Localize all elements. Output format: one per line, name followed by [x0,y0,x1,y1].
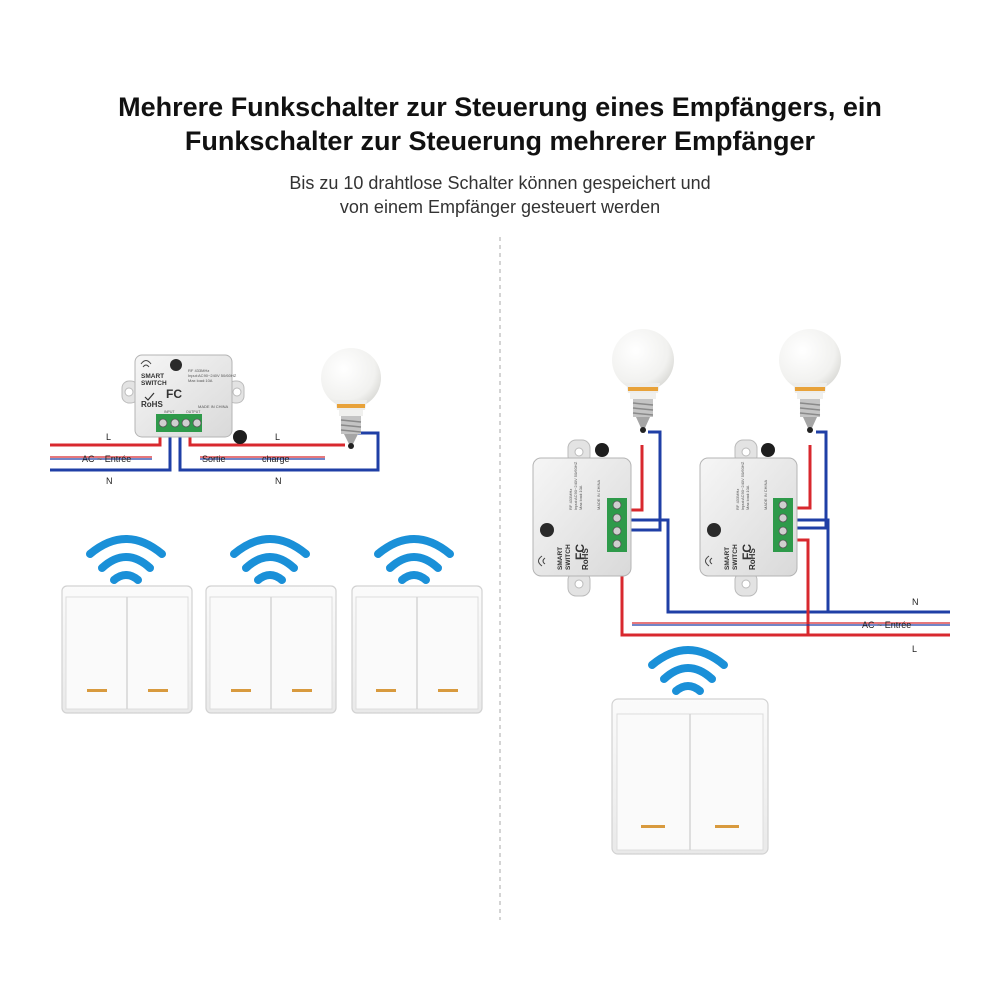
right-light-bulb-icon-2 [779,329,841,433]
left-output-label: Sortie [202,454,226,464]
left-load-label: charge [262,454,290,464]
right-module-1-fc: FC [573,544,587,560]
wall-switch-icon-1[interactable] [61,585,193,714]
left-load-L-label: L [275,432,280,442]
left-load-N-label: N [275,476,282,486]
right-module-2-brand-1: SMART [724,547,731,570]
right-module-2-fc: FC [740,544,754,560]
left-light-bulb-icon [321,348,381,449]
right-module-2-rohs: RoHS [748,548,757,570]
wifi-icon-2 [234,539,306,580]
right-module-1-made-in: MADE IN CHINA [596,479,601,510]
left-module-brand-1: SMART [141,373,164,380]
subtitle-line-1: Bis zu 10 drahtlose Schalter können gesp… [289,173,711,193]
right-module-1-spec-1: RF 433MHz [568,489,573,510]
right-input-label: AC ~ Entrée [862,620,911,630]
left-receiver-module-icon [121,354,247,444]
left-wire-N-label: N [106,476,113,486]
left-module-brand-2: SWITCH [141,380,167,387]
right-receiver-module-icon-2: SMART SWITCH FC RoHS RF 433MHz Input:AC9… [699,439,798,597]
wall-switch-icon-2[interactable] [205,585,337,714]
left-module-spec-2: Input:AC90~240V 50/60HZ [188,373,237,378]
right-module-2-brand-2: SWITCH [732,544,739,570]
left-wire-L-label: L [106,432,111,442]
right-module-1-rohs: RoHS [581,548,590,570]
right-module-1-brand-1: SMART [557,547,564,570]
subtitle-line-2: von einem Empfänger gesteuert werden [339,197,661,217]
wifi-icon-3 [378,539,450,580]
wifi-icon-4 [652,650,724,691]
left-module-spec-1: RF 433MHz [188,368,209,373]
wifi-icon-1 [90,539,162,580]
left-input-label: AC ~ Entrée [82,454,131,464]
left-module-made-in: MADE IN CHINA [198,404,229,409]
title-line-2: Funkschalter zur Steuerung mehrerer Empf… [184,126,816,156]
wall-switch-icon-4[interactable] [611,698,769,855]
right-module-1-spec-3: Max load:10A [578,485,583,510]
right-module-2-spec-2: Input:AC90~240V 50/60HZ [740,461,745,510]
right-wire-L-label: L [912,644,917,654]
right-module-2-spec-3: Max load:10A [745,485,750,510]
left-module-fc: FC [166,387,182,401]
right-module-2-spec-1: RF 433MHz [735,489,740,510]
right-module-1-brand-2: SWITCH [565,544,572,570]
right-wire-N-label: N [912,597,919,607]
left-module-spec-3: Max load:10A [188,378,213,383]
wall-switch-icon-3[interactable] [351,585,483,714]
right-receiver-module-icon-1: SMART SWITCH FC RoHS RF 433MHz Input:AC9… [532,439,632,597]
left-module-input: INPUT [164,410,175,414]
left-module-output: OUTPUT [186,410,201,414]
right-module-1-spec-2: Input:AC90~240V 50/60HZ [573,461,578,510]
right-module-2-made-in: MADE IN CHINA [763,479,768,510]
left-module-rohs: RoHS [141,400,163,409]
title-line-1: Mehrere Funkschalter zur Steuerung eines… [118,92,882,122]
right-light-bulb-icon-1 [612,329,674,433]
